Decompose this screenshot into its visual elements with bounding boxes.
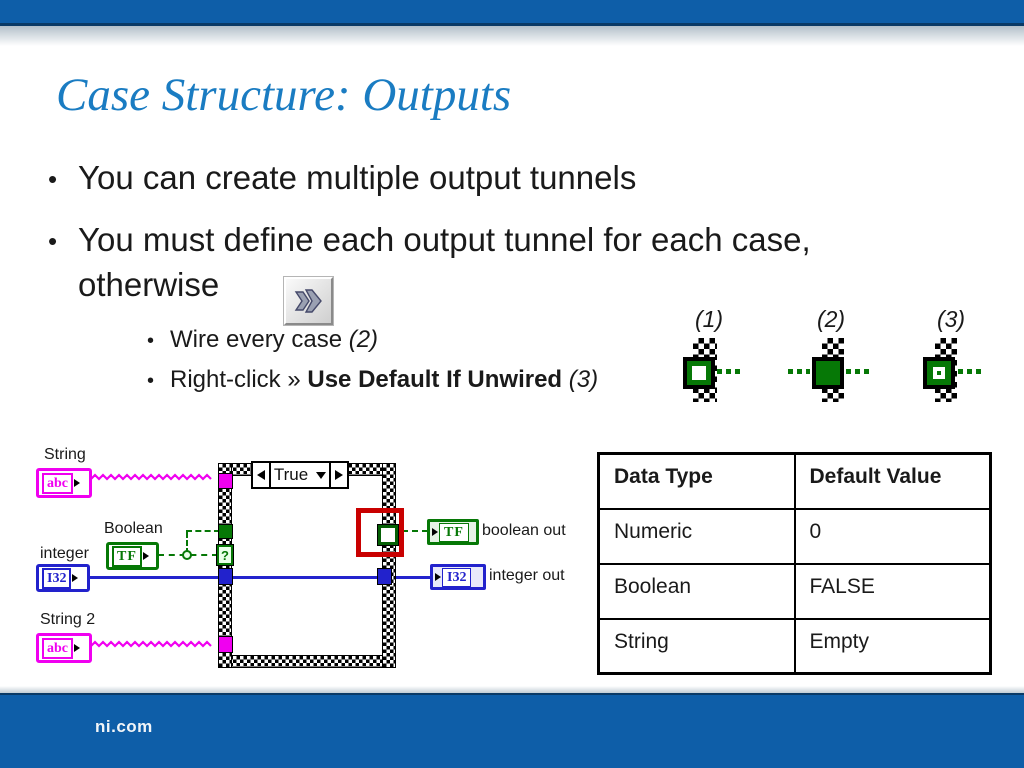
slide-title: Case Structure: Outputs	[56, 69, 512, 121]
boolean-wire-branch	[186, 532, 188, 554]
indicator-arrow-icon	[435, 573, 441, 581]
integer-out-indicator: I32	[430, 564, 486, 590]
terminal-arrow-icon	[72, 574, 79, 582]
question-glyph: ?	[221, 547, 229, 563]
cell-data-type: Numeric	[597, 507, 796, 565]
solid-tunnel	[812, 357, 844, 389]
dropdown-arrow-icon	[316, 471, 327, 479]
default-if-unwired-tunnel-icon	[923, 338, 989, 404]
string-control-label: String	[44, 446, 86, 463]
cell-default-value: Empty	[793, 617, 992, 675]
bullet-dot: •	[147, 330, 155, 352]
legend-label-3: (3)	[936, 306, 966, 332]
header-default-value: Default Value	[793, 452, 992, 510]
tf-glyph: TF	[439, 522, 469, 542]
default-dot-tunnel	[923, 357, 955, 389]
sub-bullet-1: Wire every case (2)	[170, 328, 378, 352]
i32-glyph: I32	[42, 567, 72, 589]
sub-bullet-2-menu-item: Use Default If Unwired	[307, 366, 563, 393]
sub-bullet-2-text: Right-click »	[170, 366, 308, 393]
case-selector-label: True	[251, 461, 349, 489]
boolean-wire-branch	[186, 530, 220, 532]
string-wire	[91, 473, 212, 481]
wired-solid-tunnel-icon	[788, 338, 872, 404]
red-highlight-box	[356, 508, 404, 557]
cell-data-type: String	[597, 617, 796, 675]
abc-glyph: abc	[42, 472, 73, 494]
case-structure-bottom-border	[218, 655, 396, 668]
legend-label-1: (1)	[694, 306, 724, 332]
bullet-2-line2: otherwise	[78, 266, 220, 303]
legend-label-2: (2)	[816, 306, 846, 332]
boolean-input-tunnel	[218, 524, 233, 539]
terminal-arrow-icon	[74, 644, 80, 652]
wire-junction-dot	[182, 550, 192, 560]
case-name: True	[273, 465, 309, 484]
cell-default-value: 0	[793, 507, 992, 565]
integer-wire	[86, 576, 433, 579]
boolean-out-indicator: TF	[427, 519, 479, 545]
header-data-type: Data Type	[597, 452, 796, 510]
dotted-wire	[958, 369, 984, 374]
string2-control-label: String 2	[40, 611, 96, 628]
integer-out-label: integer out	[489, 567, 565, 584]
dotted-wire	[717, 369, 741, 374]
unwired-output-tunnel	[378, 525, 398, 545]
sub-bullet-2-ref: (3)	[562, 366, 599, 393]
table-row: Numeric 0	[597, 507, 992, 565]
tf-glyph: TF	[112, 545, 142, 567]
broken-run-arrow-icon	[294, 289, 322, 313]
indicator-arrow-icon	[432, 528, 438, 536]
bullet-2-line1: You must define each output tunnel for e…	[78, 221, 811, 258]
string-input-tunnel	[218, 473, 233, 489]
integer-output-tunnel	[377, 568, 392, 585]
cell-data-type: Boolean	[597, 562, 796, 620]
table-header-row: Data Type Default Value	[597, 452, 992, 510]
terminal-arrow-icon	[142, 552, 149, 560]
right-arrow-icon	[335, 470, 343, 480]
string2-input-tunnel	[218, 636, 233, 653]
bullet-dot: •	[48, 164, 58, 194]
i32-glyph: I32	[442, 567, 472, 587]
boolean-out-label: boolean out	[482, 522, 566, 539]
unwired-hollow-tunnel-icon	[683, 338, 743, 404]
string2-wire	[91, 640, 212, 648]
abc-glyph: abc	[42, 637, 73, 659]
case-structure-right-border	[382, 463, 396, 668]
dotted-wire	[846, 369, 870, 374]
bullet-dot: •	[48, 226, 58, 256]
case-structure-left-border	[218, 463, 232, 668]
boolean-out-wire	[392, 530, 428, 532]
integer-control-label: integer	[40, 545, 89, 562]
dotted-wire	[788, 369, 810, 374]
top-bar	[0, 0, 1024, 26]
broken-run-arrow-button	[284, 277, 333, 325]
boolean-control-label: Boolean	[104, 520, 163, 537]
table-row: String Empty	[597, 617, 992, 675]
integer-input-tunnel	[218, 568, 233, 585]
bottom-bar	[0, 693, 1024, 768]
sub-bullet-2: Right-click » Use Default If Unwired (3)	[170, 368, 598, 392]
integer-control: I32	[36, 564, 90, 592]
string2-control: abc	[36, 633, 92, 663]
left-arrow-icon	[257, 470, 265, 480]
top-bar-shadow	[0, 26, 1024, 46]
ni-com-footer: ni.com	[95, 717, 153, 736]
string-control: abc	[36, 468, 92, 498]
table-row: Boolean FALSE	[597, 562, 992, 620]
bullet-dot: •	[147, 370, 155, 392]
sub-bullet-1-text: Wire every case	[170, 326, 349, 353]
boolean-control: TF	[106, 542, 159, 570]
cell-default-value: FALSE	[793, 562, 992, 620]
bullet-1: You can create multiple output tunnels	[78, 159, 637, 196]
terminal-arrow-icon	[74, 479, 80, 487]
default-value-table: Data Type Default Value Numeric 0 Boolea…	[597, 452, 992, 675]
sub-bullet-1-ref: (2)	[348, 326, 379, 353]
next-case-button	[329, 463, 347, 487]
hollow-tunnel	[683, 357, 715, 389]
previous-case-button	[253, 463, 271, 487]
bottom-bar-shadow	[0, 686, 1024, 693]
case-selector-terminal: ?	[217, 545, 233, 565]
